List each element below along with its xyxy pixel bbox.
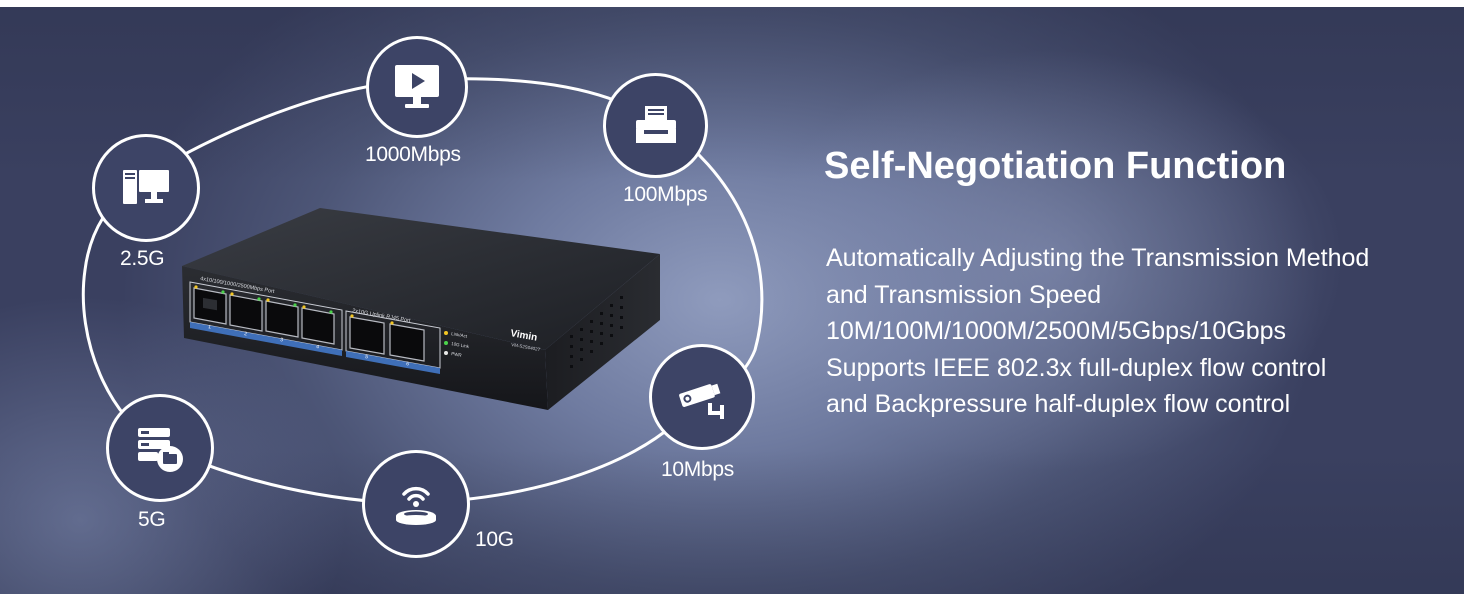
printer-icon xyxy=(635,105,676,143)
speed-label-monitor: 1000Mbps xyxy=(365,143,461,166)
desktop-computer-icon xyxy=(123,170,169,204)
node-computer xyxy=(92,134,200,242)
node-access-point xyxy=(362,450,470,558)
node-server xyxy=(106,394,214,502)
port-number-1: 1 xyxy=(208,324,212,330)
description-line: and Backpressure half-duplex flow contro… xyxy=(826,390,1291,418)
security-camera-icon xyxy=(679,383,724,419)
wireless-access-point-icon xyxy=(396,486,436,525)
port-number-3: 3 xyxy=(280,337,284,343)
switch-led-pwr-label: PWR xyxy=(451,351,463,358)
switch-led-link-label: Link/Act xyxy=(451,331,468,339)
server-folder-icon xyxy=(138,428,183,472)
page-title: Self-Negotiation Function xyxy=(824,145,1287,187)
speed-label-computer: 2.5G xyxy=(120,247,165,270)
top-border xyxy=(0,0,1464,7)
port-number-2: 2 xyxy=(244,331,248,337)
speed-label-camera: 10Mbps xyxy=(661,458,734,481)
port-number-6: 6 xyxy=(406,361,410,367)
description-line: Automatically Adjusting the Transmission… xyxy=(826,244,1370,272)
switch-brand: Vimin xyxy=(509,328,538,344)
switch-led-10g-label: 10G Link xyxy=(451,341,470,349)
network-switch: 4x10/100/1000/2500Mbps Port 2x10G Uplink… xyxy=(182,208,660,410)
speed-label-server: 5G xyxy=(138,508,166,531)
node-printer xyxy=(603,73,708,178)
description-line: 10M/100M/1000M/2500M/5Gbps/10Gbps xyxy=(826,317,1286,345)
port-number-4: 4 xyxy=(316,344,320,350)
bottom-border xyxy=(0,594,1464,600)
speed-label-printer: 100Mbps xyxy=(623,183,708,206)
description: Automatically Adjusting the Transmission… xyxy=(826,240,1456,423)
port-number-5: 5 xyxy=(365,354,369,360)
switch-model: VM-S2S0402T xyxy=(511,342,541,352)
node-monitor xyxy=(366,36,468,138)
description-line: and Transmission Speed xyxy=(826,280,1102,309)
monitor-play-icon xyxy=(395,65,439,108)
speed-label-access-point: 10G xyxy=(475,528,514,551)
node-camera xyxy=(649,344,755,450)
description-line: Supports IEEE 802.3x full-duplex flow co… xyxy=(826,353,1327,382)
